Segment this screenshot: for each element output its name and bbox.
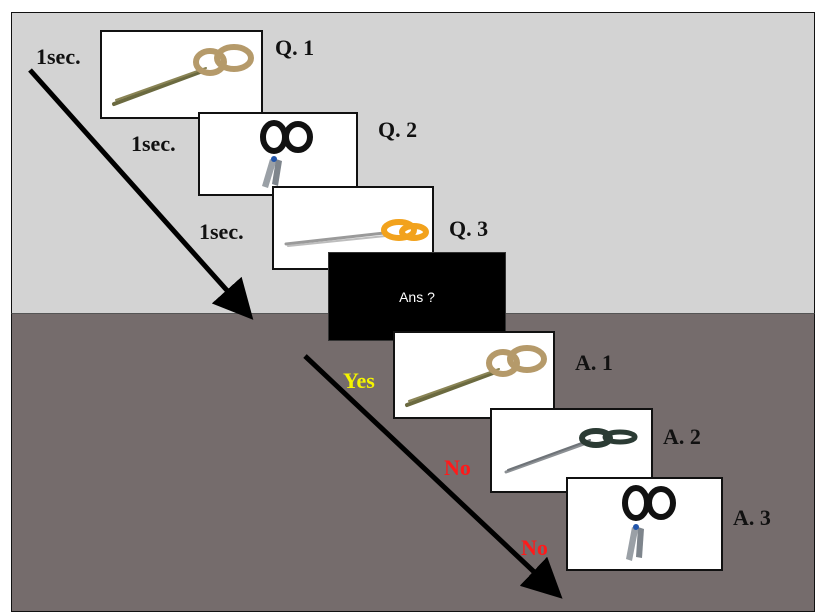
- a3-image-card: [566, 477, 723, 571]
- question-time-arrow: [28, 68, 254, 320]
- a1-response-label: Yes: [343, 368, 375, 393]
- q1-label: Q. 1: [275, 35, 315, 60]
- answer-prompt-text: Ans ?: [399, 289, 435, 305]
- black-handle-scissors-icon: [622, 485, 676, 561]
- a2-response-label: No: [444, 455, 471, 480]
- answer-time-arrow: [303, 354, 563, 599]
- q1-delay-label: 1sec.: [36, 44, 81, 69]
- q2-delay-label: 1sec.: [131, 131, 176, 156]
- a1-label: A. 1: [575, 350, 613, 375]
- black-handle-scissors-icon: [260, 120, 313, 188]
- beige-scissors-icon: [405, 345, 547, 407]
- a3-response-label: No: [521, 535, 548, 560]
- orange-handle-scissors-icon: [284, 219, 429, 247]
- q2-label: Q. 2: [378, 117, 418, 142]
- a1-image-card: [393, 331, 555, 419]
- beige-scissors-icon: [112, 44, 254, 106]
- q3-label: Q. 3: [449, 216, 489, 241]
- q2-image-card: [198, 112, 358, 196]
- q1-image-card: [100, 30, 263, 119]
- a3-label: A. 3: [733, 505, 771, 530]
- answer-prompt-screen: Ans ?: [328, 252, 506, 341]
- q3-delay-label: 1sec.: [199, 219, 244, 244]
- dark-green-scissors-icon: [504, 428, 638, 474]
- a2-label: A. 2: [663, 424, 701, 449]
